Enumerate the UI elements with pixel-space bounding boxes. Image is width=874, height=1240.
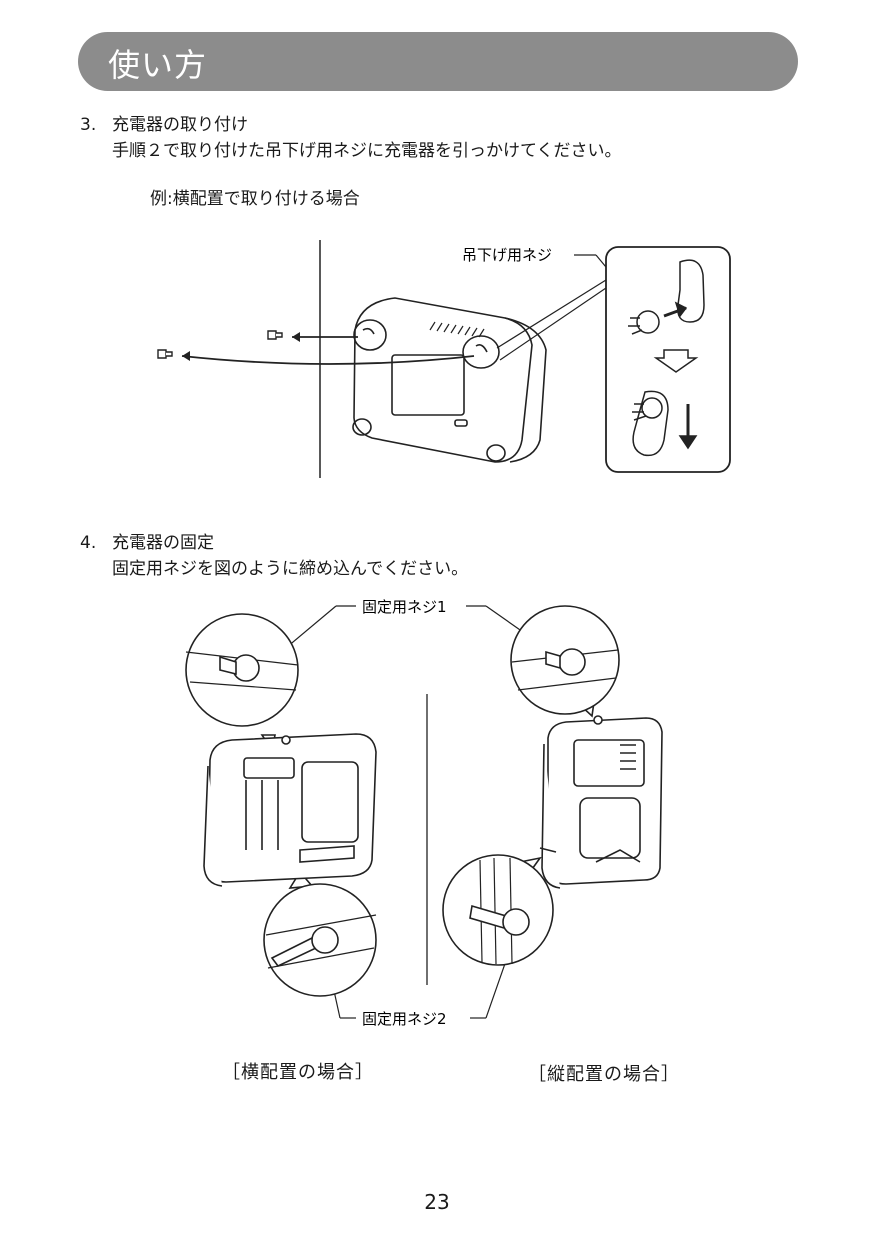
caption-vertical: ［縦配置の場合］ bbox=[528, 1064, 680, 1085]
page-number: 23 bbox=[424, 1190, 450, 1214]
keyhole-detail bbox=[628, 259, 705, 457]
magnifier-right-bottom bbox=[442, 854, 554, 966]
section-title: 使い方 bbox=[108, 46, 208, 84]
step-4-title: 充電器の固定 bbox=[112, 533, 214, 553]
step-3-title: 充電器の取り付け bbox=[112, 115, 248, 135]
magnifier-left-bottom bbox=[263, 870, 377, 997]
step-3-description: 手順２で取り付けた吊下げ用ネジに充電器を引っかけてください。 bbox=[112, 141, 622, 161]
charger-vertical bbox=[539, 715, 663, 889]
wall-mount-illustration: 吊下げ用ネジ bbox=[157, 240, 731, 478]
section-header: 使い方 bbox=[78, 32, 798, 91]
charger-horizontal bbox=[203, 733, 377, 887]
step-4-description: 固定用ネジを図のように締め込んでください。 bbox=[112, 559, 469, 579]
step-3-number: 3. bbox=[80, 115, 97, 135]
hanging-screw-label: 吊下げ用ネジ bbox=[462, 246, 552, 264]
charger-back-view bbox=[352, 297, 547, 463]
step-4-number: 4. bbox=[80, 533, 97, 553]
step-3: 3. 充電器の取り付け 手順２で取り付けた吊下げ用ネジに充電器を引っかけてくださ… bbox=[80, 112, 622, 161]
step-4: 4. 充電器の固定 固定用ネジを図のように締め込んでください。 bbox=[80, 530, 468, 579]
screw-upper bbox=[267, 330, 283, 340]
fixing-screws-illustration: 固定用ネジ1 固定用ネジ2 bbox=[185, 598, 663, 1028]
arrow-lower bbox=[181, 355, 475, 365]
fixing-screw-1-label: 固定用ネジ1 bbox=[362, 598, 447, 616]
caption-horizontal: ［横配置の場合］ bbox=[222, 1062, 374, 1083]
step-3-example: 例:横配置で取り付ける場合 bbox=[150, 189, 360, 209]
fixing-screw-2-label: 固定用ネジ2 bbox=[362, 1010, 447, 1028]
magnifier-right-top bbox=[510, 605, 620, 718]
magnifier-left-top bbox=[185, 613, 299, 753]
screw-lower bbox=[157, 349, 173, 359]
